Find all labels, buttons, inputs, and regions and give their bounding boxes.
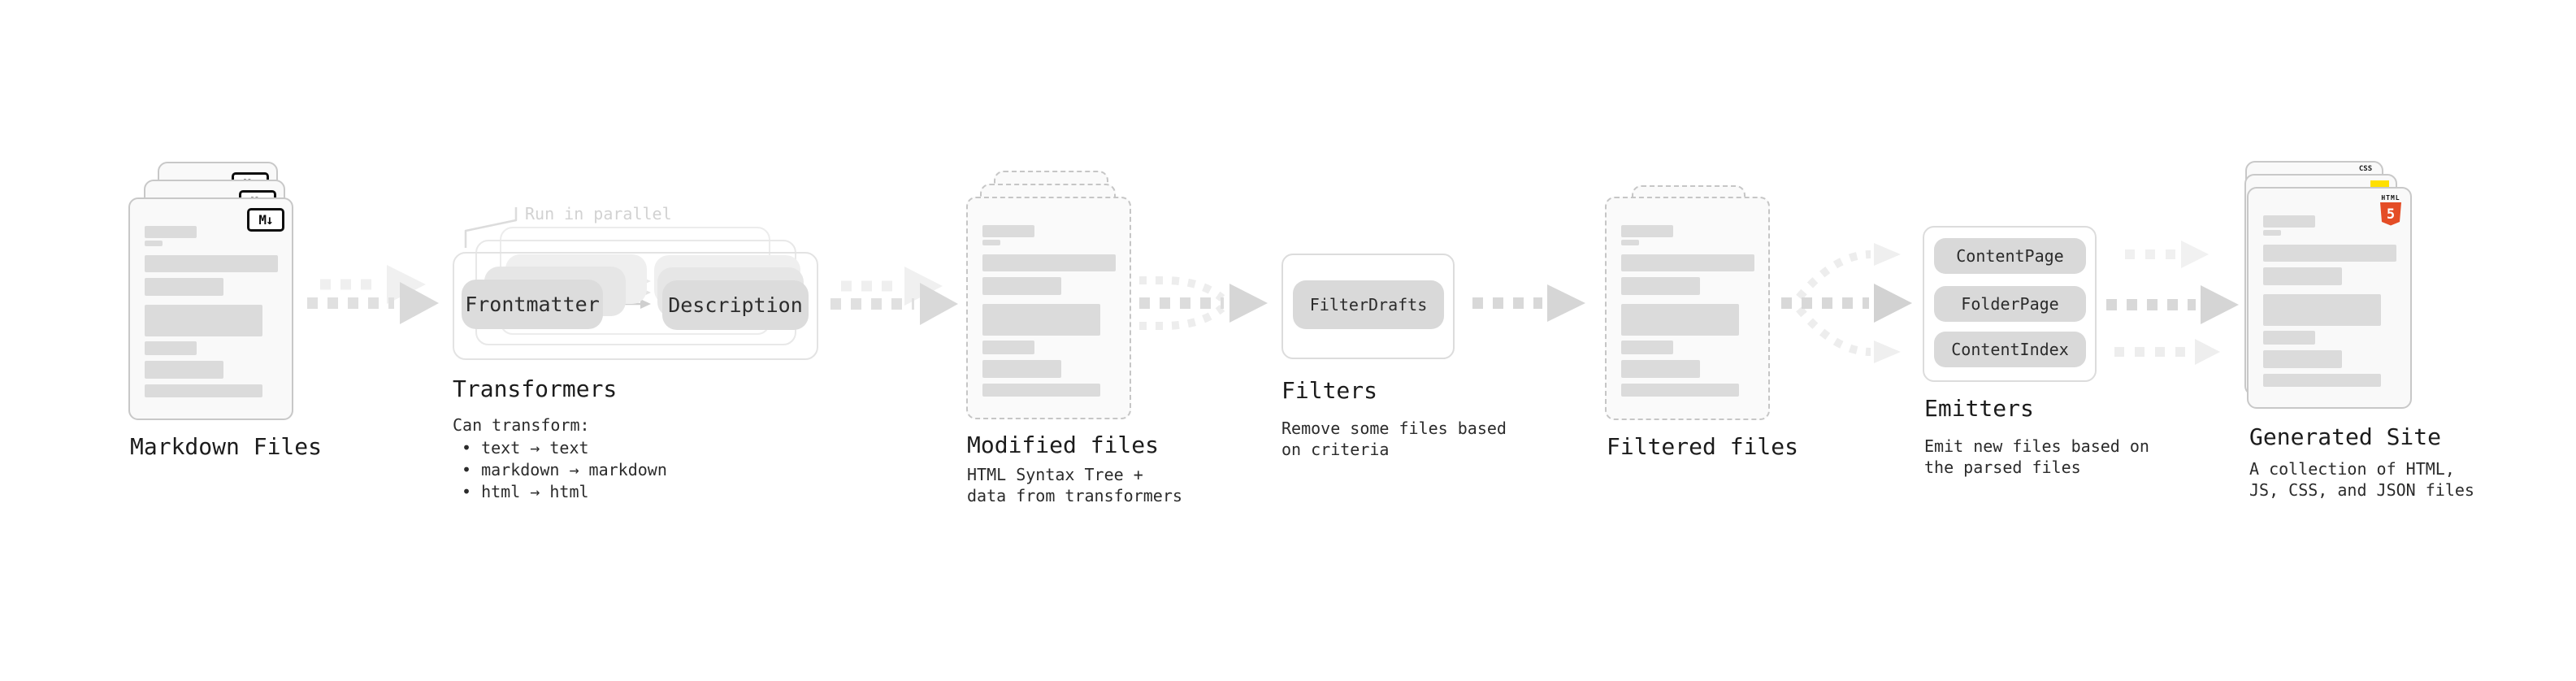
emitter-pill-contentpage: ContentPage — [1934, 238, 2086, 274]
arrow-modified-to-filters — [1139, 276, 1268, 330]
html5-icon: HTML 5 — [2379, 194, 2402, 226]
stage-title-generated-site: Generated Site — [2249, 423, 2442, 450]
doc-content-placeholder — [1607, 198, 1768, 419]
stage-title-filters: Filters — [1281, 377, 1378, 404]
html5-icon-label: HTML — [2381, 194, 2400, 202]
svg-text:5: 5 — [2387, 206, 2395, 223]
modified-file-card-front — [966, 197, 1131, 419]
css-icon-label: CSS — [2358, 165, 2373, 173]
transformers-bullet: • markdown → markdown — [462, 460, 667, 479]
transformers-bullet: • html → html — [462, 482, 589, 501]
emitter-pill-contentindex: ContentIndex — [1934, 332, 2086, 367]
arrow-markdown-to-transformers — [307, 265, 439, 324]
stage-title-emitters: Emitters — [1924, 395, 2034, 422]
stage-title-modified-files: Modified files — [967, 432, 1160, 458]
transformer-pill-frontmatter: Frontmatter — [462, 280, 603, 329]
markdown-icon: M↓ — [247, 208, 284, 232]
filter-pill-filterdrafts: FilterDrafts — [1293, 280, 1444, 329]
transformer-layer-front — [453, 252, 818, 360]
filters-subtitle: Remove some files based on criteria — [1281, 419, 1507, 459]
stage-title-transformers: Transformers — [453, 375, 618, 402]
stage-title-markdown-files: Markdown Files — [130, 433, 323, 460]
doc-content-placeholder — [130, 199, 292, 419]
filtered-file-card-front — [1605, 197, 1770, 420]
transformers-subtitle: Can transform: — [453, 415, 590, 435]
emitters-subtitle: Emit new files based on the parsed files — [1924, 436, 2149, 477]
transformers-bullet: • text → text — [462, 438, 589, 458]
emitter-pill-folderpage: FolderPage — [1934, 286, 2086, 322]
generated-site-subtitle: A collection of HTML, JS, CSS, and JSON … — [2249, 459, 2474, 500]
arrow-transformers-to-modified — [830, 267, 958, 325]
doc-content-placeholder — [2249, 189, 2410, 407]
stage-title-filtered-files: Filtered files — [1607, 433, 1799, 460]
markdown-file-card-front: M↓ — [128, 197, 293, 420]
doc-content-placeholder — [968, 198, 1130, 418]
modified-files-subtitle: HTML Syntax Tree + data from transformer… — [967, 465, 1182, 505]
arrow-emitters-to-generated — [2106, 241, 2239, 365]
transformer-pill-description: Description — [662, 280, 809, 330]
arrow-filters-to-filtered — [1472, 284, 1585, 322]
run-in-parallel-note: Run in parallel — [525, 204, 672, 223]
generated-file-card-html: HTML 5 — [2247, 187, 2412, 409]
arrow-filtered-to-emitters — [1781, 243, 1912, 363]
